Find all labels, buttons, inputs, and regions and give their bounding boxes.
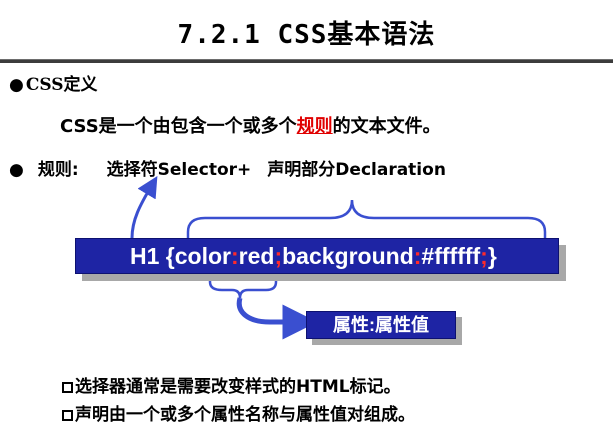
square-bullet-icon [62,410,73,421]
title-divider [0,59,613,63]
code-colon1: : [230,243,239,269]
selector-arrow [130,175,158,239]
attribute-arrow [236,297,318,340]
definition-post: 的文本文件。 [332,116,441,137]
code-val2: #ffffff [421,243,481,269]
bullet-dot-icon: ● [9,75,24,95]
square-bullet-icon [62,382,73,393]
definition-pre: CSS是一个由包含一个或多个 [60,116,297,137]
code-val1: red [238,243,275,269]
note-2-text: 声明由一个或多个属性名称与属性值对组成。 [75,405,415,425]
code-colon2: : [413,243,422,269]
selector-part: 选择符Selector+ [106,160,252,180]
code-close: } [487,243,497,269]
note-1: 选择器通常是需要改变样式的HTML标记。 [62,372,401,397]
note-1-text: 选择器通常是需要改变样式的HTML标记。 [75,377,401,397]
definition-text: CSS是一个由包含一个或多个规则的文本文件。 [60,112,441,138]
note-2: 声明由一个或多个属性名称与属性值对组成。 [62,400,415,425]
slide-title: 7.2.1 CSS基本语法 [177,20,436,50]
definition-highlight: 规则 [296,116,333,137]
rule-line: ● 规则: 选择符Selector+ 声明部分Declaration [9,155,446,180]
code-semi2: ; [480,243,488,269]
code-selector: H1 { [130,243,175,269]
declaration-part: 声明部分Declaration [267,160,446,180]
definition-heading: CSS定义 [25,75,98,95]
bullet-dot-icon: ● [9,160,24,180]
code-semi1: ; [274,243,283,269]
declaration-brace [186,199,547,243]
definition-bullet-line: ●CSS定义 [9,70,98,95]
attribute-value-box: 属性:属性值 [306,311,456,339]
code-prop2: background [282,243,414,269]
code-prop1: color [174,243,231,269]
css-code-example: H1 {color:red;background:#ffffff;} [75,238,559,274]
rule-label: 规则: [37,160,79,180]
